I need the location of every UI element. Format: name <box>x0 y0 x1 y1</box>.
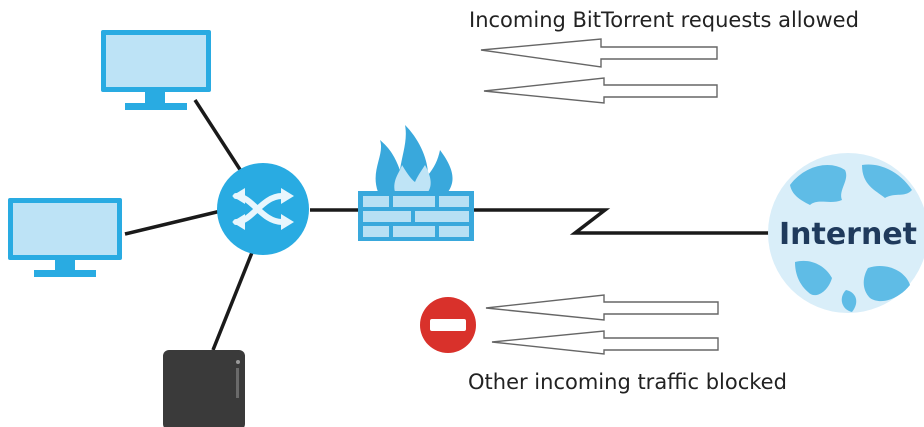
left-arrow-icon <box>485 294 719 321</box>
allowed-arrows <box>480 38 718 104</box>
internet-label: Internet <box>779 217 917 252</box>
link-left-computer <box>124 208 226 236</box>
blocked-caption: Other incoming traffic blocked <box>468 370 787 394</box>
allowed-caption: Incoming BitTorrent requests allowed <box>469 8 859 32</box>
left-arrow-icon <box>480 38 718 68</box>
link-firewall-internet <box>474 208 775 235</box>
internet-globe-icon: Internet <box>768 153 924 313</box>
left-arrow-icon <box>491 330 719 355</box>
link-storage <box>211 239 259 351</box>
left-arrow-icon <box>483 77 718 104</box>
firewall-icon <box>358 125 474 241</box>
network-switch-icon <box>217 163 309 255</box>
blocked-arrows <box>485 294 719 355</box>
computer-monitor-icon <box>8 198 122 277</box>
no-entry-icon <box>420 297 476 353</box>
nas-storage-icon <box>163 350 245 427</box>
computer-monitor-icon <box>101 30 211 110</box>
